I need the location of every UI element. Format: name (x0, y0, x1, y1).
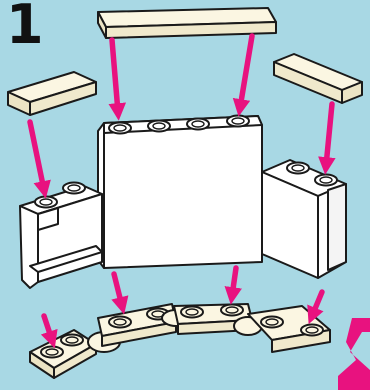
down-arrow-icon (30, 122, 44, 190)
down-arrow-icon (240, 36, 252, 108)
tile-1x4 (98, 8, 276, 38)
tile-1x2-right (274, 54, 362, 103)
down-arrow-icon (114, 274, 122, 306)
panel-1x2x2-right (262, 160, 346, 278)
sigma-corner-icon (338, 318, 370, 390)
round-plates-base (30, 304, 330, 378)
down-arrow-icon (232, 268, 236, 296)
down-arrow-icon (326, 104, 332, 166)
down-arrow-icon (44, 316, 52, 340)
down-arrow-icon (312, 292, 322, 316)
down-arrow-icon (112, 40, 118, 112)
panel-1x4x3 (98, 116, 262, 269)
panel-1x2x2-left (20, 183, 102, 289)
tile-1x2-left (8, 72, 96, 115)
